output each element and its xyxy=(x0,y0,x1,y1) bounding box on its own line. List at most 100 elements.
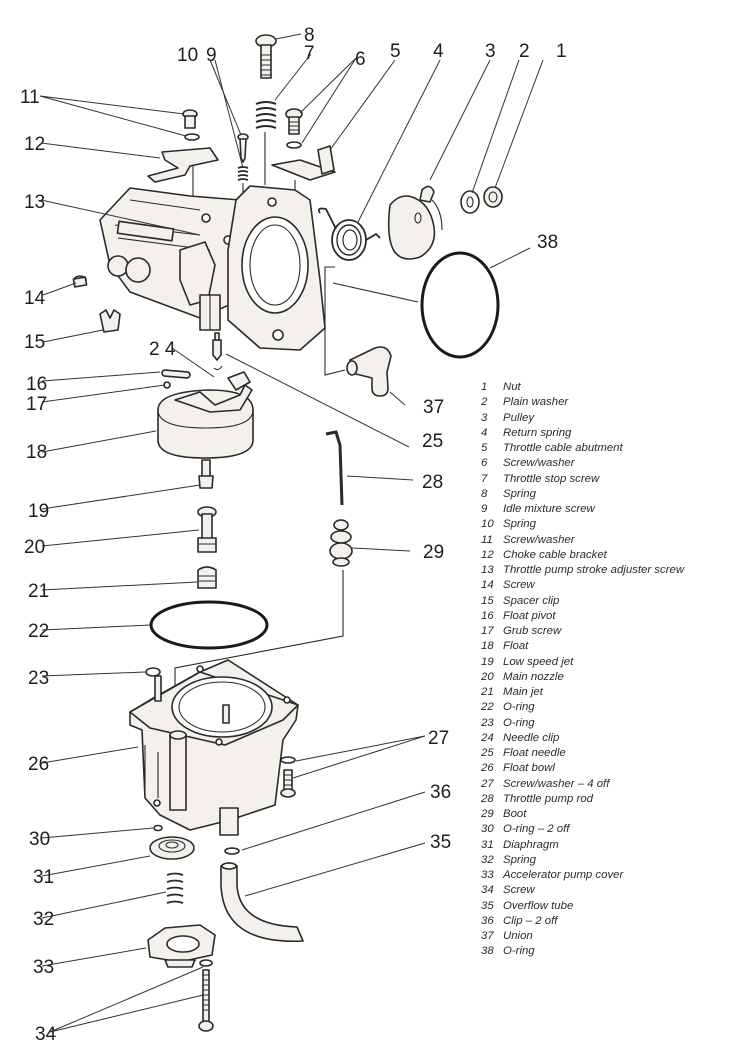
part-8-spring-screw xyxy=(255,34,277,79)
legend-item-label: Diaphragm xyxy=(503,838,559,851)
callout-10: 10 xyxy=(177,45,198,66)
callout-11: 11 xyxy=(20,87,40,108)
legend-item-label: Main nozzle xyxy=(503,670,564,683)
callout-19: 19 xyxy=(28,501,49,522)
legend-item-label: O-ring xyxy=(503,716,535,729)
legend-item-label: Throttle pump stroke adjuster screw xyxy=(503,564,685,576)
legend-item-number: 17 xyxy=(481,625,494,637)
callout-23: 23 xyxy=(28,668,49,689)
part-25-float-needle xyxy=(212,332,223,371)
legend-item: 27 Screw/washer – 4 off xyxy=(481,777,741,792)
legend-item: 10 Spring xyxy=(481,517,741,532)
legend-item-number: 2 xyxy=(481,396,488,409)
legend-item-number: 21 xyxy=(481,686,494,698)
legend-item-label: Needle clip xyxy=(503,731,560,744)
legend-item-number: 26 xyxy=(481,762,494,775)
legend-item-label: Spring xyxy=(503,487,536,500)
part-30-o-ring xyxy=(153,824,163,832)
legend-item-label: Float xyxy=(503,640,529,653)
legend-item-number: 11 xyxy=(481,533,493,546)
legend-item-number: 14 xyxy=(481,579,494,592)
legend-item-number: 5 xyxy=(481,442,488,454)
part-33-accelerator-pump-cover xyxy=(147,924,216,968)
callout-34: 34 xyxy=(35,1024,57,1045)
legend-item-label: Nut xyxy=(503,381,521,393)
part-18-float xyxy=(157,371,254,459)
part-22-o-ring xyxy=(149,600,269,650)
legend-item-label: Float needle xyxy=(503,747,566,759)
legend-item-label: Main jet xyxy=(503,686,543,698)
legend-item-number: 10 xyxy=(481,518,494,531)
part-21-main-jet xyxy=(197,566,217,589)
callout-38: 38 xyxy=(537,232,558,253)
part-26-float-bowl xyxy=(129,659,299,836)
legend-item-label: Throttle cable abutment xyxy=(503,442,623,454)
legend-item-number: 22 xyxy=(481,701,494,714)
callout-33: 33 xyxy=(33,957,54,978)
callout-32: 32 xyxy=(33,909,54,930)
part-11-screw-washer xyxy=(182,109,200,141)
legend-item-label: O-ring xyxy=(503,701,535,714)
legend-item: 18 Float xyxy=(481,639,741,654)
legend-item: 17 Grub screw xyxy=(481,624,741,639)
callout-9: 9 xyxy=(206,45,217,66)
legend-item-number: 38 xyxy=(481,945,494,958)
legend-item-label: Throttle pump rod xyxy=(503,792,593,805)
part-36-clip xyxy=(224,847,240,855)
legend-item-label: Screw xyxy=(503,579,535,592)
part-3-pulley xyxy=(387,185,443,260)
legend-item-number: 15 xyxy=(481,594,494,607)
legend-item-number: 4 xyxy=(481,426,488,439)
legend-item-label: Spring xyxy=(503,518,536,531)
legend-item-label: Union xyxy=(503,930,533,942)
legend-item-number: 18 xyxy=(481,640,494,653)
callout-7: 7 xyxy=(304,43,315,64)
callout-labels: 1 2 3 4 5 6 7 8 9 10 11 12 13 14 15 16 1… xyxy=(20,25,567,1045)
callout-4: 4 xyxy=(433,41,444,62)
callout-2: 2 xyxy=(519,41,530,62)
callout-27: 27 xyxy=(428,728,449,749)
carburettor-flange xyxy=(227,185,326,351)
part-32-spring xyxy=(166,872,184,904)
legend-item-label: Idle mixture screw xyxy=(503,503,595,515)
legend-item-label: Spring xyxy=(503,853,536,866)
legend-item-label: Throttle stop screw xyxy=(503,472,600,485)
callout-29: 29 xyxy=(423,542,444,563)
legend-item-label: Screw xyxy=(503,884,535,897)
legend-item-label: Pulley xyxy=(503,411,535,424)
part-23-o-ring xyxy=(145,667,161,677)
legend-item-label: Grub screw xyxy=(503,625,562,637)
part-37-union xyxy=(324,266,419,397)
part-20-main-nozzle xyxy=(197,506,217,553)
legend-item-label: Screw/washer – 4 off xyxy=(503,777,610,790)
legend-item-label: Return spring xyxy=(503,426,572,439)
callout-15: 15 xyxy=(24,332,45,353)
part-14-screw xyxy=(72,275,88,288)
callout-36: 36 xyxy=(430,782,451,803)
legend-item-number: 27 xyxy=(481,777,494,790)
legend-item-number: 16 xyxy=(481,609,494,622)
legend-item-label: Float bowl xyxy=(503,762,555,775)
part-34-screw xyxy=(198,959,214,1032)
legend-item-number: 20 xyxy=(481,670,494,683)
part-6-screw-washer xyxy=(285,108,303,149)
part-27-screw-washer xyxy=(280,756,296,798)
